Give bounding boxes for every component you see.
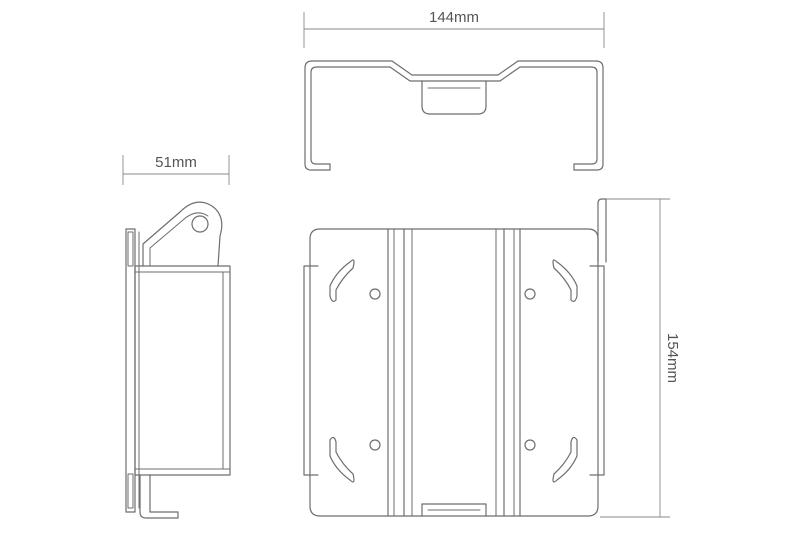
top-profile-inner	[310, 66, 598, 165]
top-profile-outer	[304, 60, 604, 171]
front-right-flange	[589, 265, 605, 476]
front-view: 154mm	[303, 198, 681, 518]
depth-dimension-label: 51mm	[155, 154, 197, 171]
front-right-top-tab	[597, 198, 607, 263]
front-hole-top-right	[524, 288, 536, 300]
front-bottom-clip	[421, 503, 487, 517]
side-mounting-plate	[125, 228, 136, 513]
side-bottom-hook	[139, 474, 179, 519]
front-hole-top-left	[369, 288, 381, 300]
side-plate-tab-bottom	[127, 473, 134, 509]
front-left-flange	[303, 265, 319, 476]
top-center-clip	[421, 80, 487, 115]
front-slot-bottom-right	[552, 436, 578, 483]
front-hole-bottom-left	[369, 439, 381, 451]
side-view: 51mm	[122, 154, 231, 519]
front-slot-top-left	[329, 259, 355, 302]
front-slot-top-right	[552, 259, 578, 302]
side-lug-hole	[191, 215, 209, 233]
side-box-body	[134, 265, 231, 476]
side-plate-tab-top	[127, 231, 134, 267]
front-main-plate	[309, 228, 599, 517]
height-dimension-label: 154mm	[664, 333, 681, 383]
front-slot-bottom-left	[329, 436, 355, 483]
side-lug	[142, 201, 223, 267]
side-lug-inner	[149, 212, 209, 267]
width-dimension-label: 144mm	[429, 9, 479, 26]
top-view: 144mm	[303, 9, 605, 171]
front-hole-bottom-right	[524, 439, 536, 451]
